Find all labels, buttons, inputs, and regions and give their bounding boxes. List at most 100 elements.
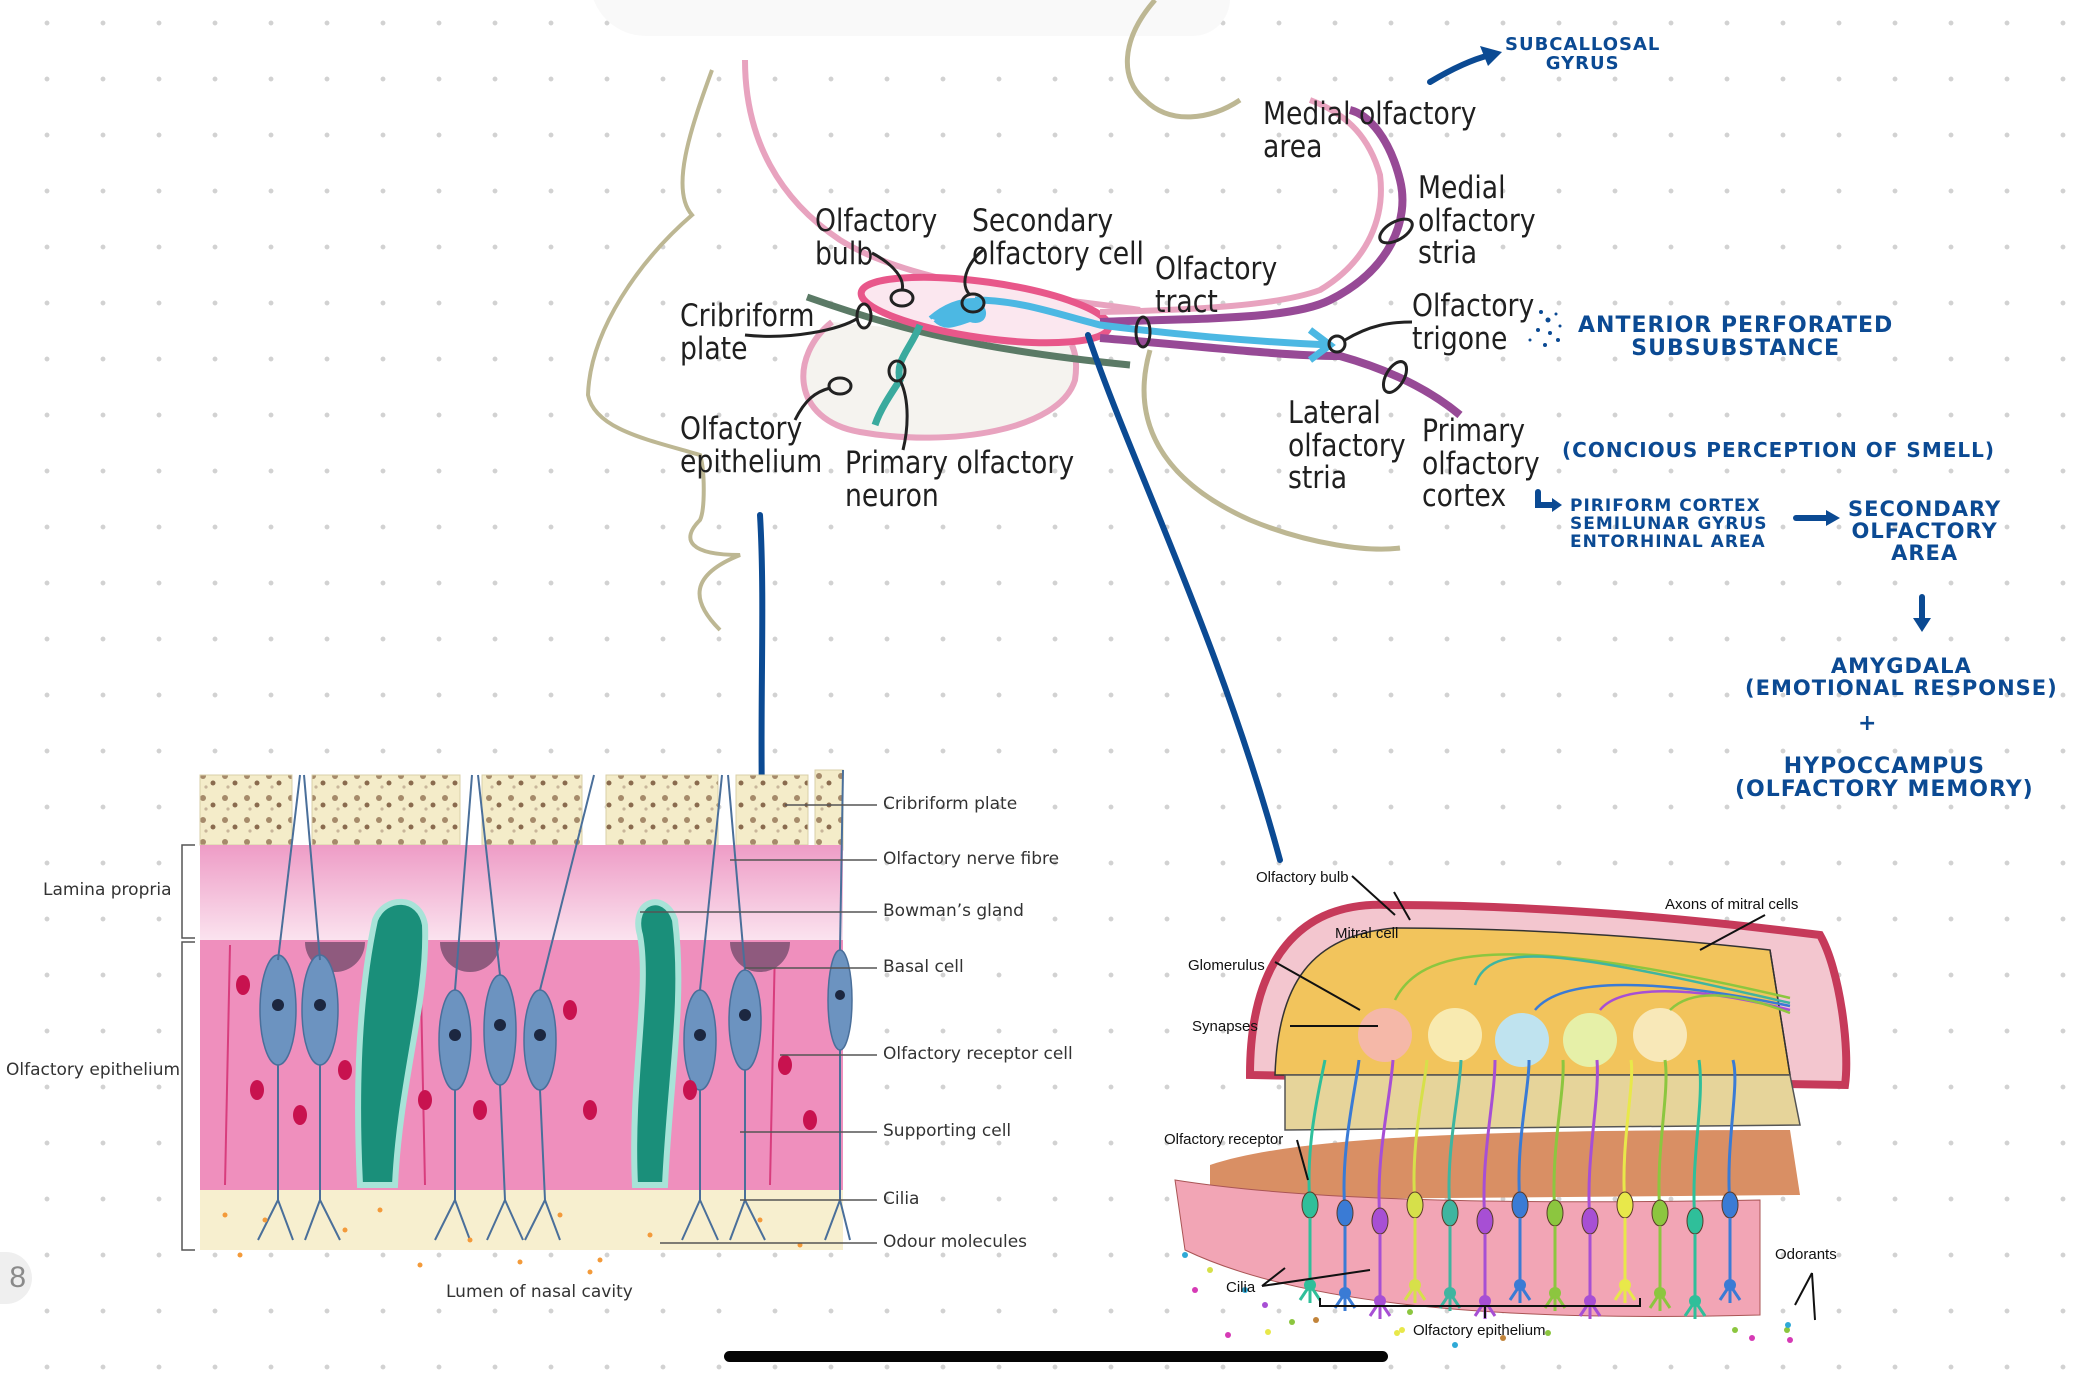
page-number: 8 — [9, 1261, 26, 1294]
note-line: HYPOCCAMPUS — [1783, 754, 1985, 779]
perforated-dots-icon — [1528, 310, 1562, 347]
histo-supporting-nuclei — [236, 975, 817, 1130]
histo-cribriform-blocks — [199, 769, 844, 851]
receptor-axon — [1692, 1059, 1702, 1222]
note-conscious-perception: (CONCIOUS PERCEPTION OF SMELL) — [1562, 438, 1996, 462]
receptor-axon — [1307, 1059, 1327, 1206]
label-medial-olfactory-area: Medial olfactory area — [1263, 98, 1477, 163]
label-cribriform-plate: Cribriform plate — [680, 300, 814, 365]
histo-label: Odour molecules — [883, 1232, 1028, 1252]
cribriform-line — [805, 293, 1131, 369]
note-line: (EMOTIONAL RESPONSE) — [1745, 676, 2058, 701]
receptor-cilia — [1403, 1218, 1427, 1303]
receptor-axon — [1517, 1059, 1531, 1206]
receptor-axon — [1482, 1059, 1497, 1222]
histo-label: Bowman’s gland — [883, 901, 1024, 921]
label-primary-olfactory-cortex: Primary olfactory cortex — [1422, 415, 1540, 513]
receptor-cilia — [1683, 1234, 1707, 1319]
label-olfactory-trigone: Olfactory trigone — [1412, 290, 1534, 355]
bulb-label-mitral-cell: Mitral cell — [1335, 925, 1399, 942]
label-line: Medial — [1418, 170, 1506, 206]
label-secondary-olfactory-cell: Secondary olfactory cell — [972, 205, 1144, 270]
lower-brain-outline — [1141, 349, 1401, 552]
receptor-cilia — [1508, 1218, 1532, 1303]
label-line: tract — [1155, 283, 1218, 320]
note-amygdala: AMYGDALA (EMOTIONAL RESPONSE) — [1745, 655, 2058, 699]
bulb-receptor-neurons — [1298, 1059, 1742, 1319]
histo-bowmans-glands — [355, 898, 682, 1188]
receptor-neuron — [1578, 1059, 1602, 1319]
receptor-axon — [1412, 1059, 1429, 1206]
bulb-edge — [1769, 949, 1791, 1076]
receptor-neuron — [1438, 1059, 1463, 1311]
tract-upper — [1099, 106, 1407, 326]
receptor-knob — [1514, 1279, 1526, 1291]
histo-mucus — [200, 1190, 843, 1250]
note-line: SUBSUBSTANCE — [1631, 336, 1840, 362]
receptor-neuron — [1508, 1059, 1532, 1303]
leader-cribriform — [744, 316, 859, 338]
tract-pink — [1099, 97, 1384, 315]
receptor-knob — [1374, 1295, 1386, 1307]
receptor-body — [1546, 1199, 1564, 1227]
bulb-label-synapses: Synapses — [1192, 1018, 1258, 1035]
receptor-neuron — [1403, 1059, 1429, 1303]
bulb-lamina — [1210, 1130, 1800, 1200]
receptor-axon — [1657, 1059, 1668, 1214]
receptor-knob — [1444, 1287, 1456, 1299]
receptor-body — [1336, 1199, 1354, 1227]
label-line: area — [1263, 128, 1323, 165]
arrow-to-secondary-head — [1826, 510, 1840, 526]
note-line: SUBCALLOSAL — [1505, 34, 1661, 55]
label-line: Primary — [1422, 413, 1526, 449]
note-plus: + — [1858, 711, 1878, 736]
receptor-cilia — [1473, 1234, 1497, 1319]
note-line: AMYGDALA — [1830, 654, 1972, 678]
receptor-neuron — [1473, 1059, 1497, 1319]
bulb-label-cilia: Cilia — [1226, 1279, 1256, 1296]
note-secondary-olfactory-area: SECONDARY OLFACTORY AREA — [1848, 498, 2001, 564]
note-line: ENTORHINAL AREA — [1570, 531, 1766, 552]
bulb-label-axons: Axons of mitral cells — [1665, 896, 1799, 913]
receptor-body — [1686, 1207, 1704, 1235]
histo-odour-molecules — [222, 1207, 803, 1275]
receptor-cilia — [1648, 1226, 1672, 1311]
receptor-body — [1441, 1199, 1459, 1227]
note-line: AREA — [1891, 541, 1959, 566]
receptor-body — [1371, 1207, 1389, 1235]
pointer-lateral-stria — [1381, 360, 1409, 394]
home-indicator[interactable] — [724, 1351, 1388, 1362]
label-line: Secondary — [972, 203, 1114, 239]
histo-label: Cilia — [883, 1189, 920, 1209]
receptor-axon — [1552, 1059, 1565, 1214]
receptor-body — [1511, 1191, 1529, 1219]
receptor-neuron — [1718, 1059, 1742, 1303]
bulb-mitral-axons — [1393, 953, 1791, 1015]
bulb-label-olfactory-epithelium: Olfactory epithelium — [1413, 1322, 1546, 1339]
receptor-cilia — [1438, 1226, 1462, 1311]
bulb-label-glomerulus: Glomerulus — [1188, 957, 1265, 974]
label-line: Olfactory — [1412, 288, 1535, 324]
receptor-body — [1406, 1191, 1424, 1219]
histo-label: Olfactory nerve fibre — [883, 849, 1060, 869]
receptor-knob — [1549, 1287, 1561, 1299]
label-line: olfactory cell — [972, 235, 1144, 272]
receptor-knob — [1724, 1279, 1736, 1291]
label-olfactory-tract: Olfactory tract — [1155, 253, 1277, 318]
pointer-epithelium — [827, 376, 853, 396]
label-line: Olfactory — [815, 203, 938, 239]
label-line: trigone — [1412, 320, 1508, 357]
arrow-to-amygdala-head — [1913, 618, 1931, 632]
bulb-label-olfactory-bulb: Olfactory bulb — [1256, 869, 1349, 886]
receptor-knob — [1584, 1295, 1596, 1307]
receptor-body — [1476, 1207, 1494, 1235]
receptor-cilia — [1578, 1234, 1602, 1319]
receptor-cilia — [1368, 1234, 1392, 1319]
note-line: PIRIFORM CORTEX — [1570, 496, 1761, 516]
receptor-cilia — [1718, 1218, 1742, 1303]
arrow-subcallosal-head — [1480, 46, 1502, 66]
receptor-cilia — [1333, 1226, 1357, 1311]
arrow-to-histology — [757, 512, 766, 803]
